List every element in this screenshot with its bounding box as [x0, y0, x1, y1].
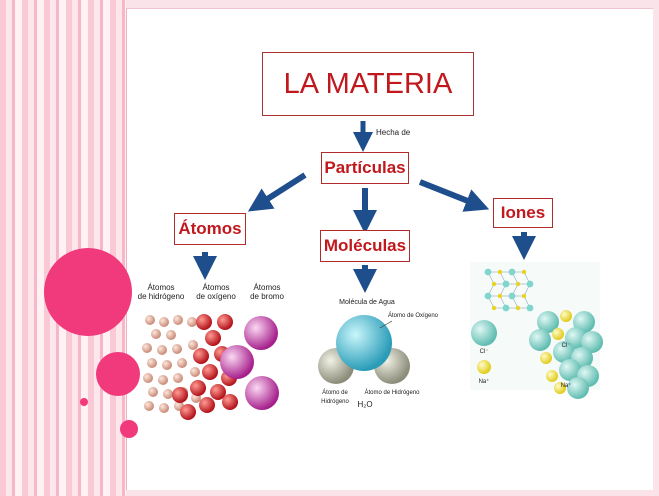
pink-circle-large	[44, 248, 132, 336]
hydrogen-atom	[142, 343, 152, 353]
lattice-ion	[497, 269, 503, 275]
crystal-ion	[567, 377, 589, 399]
lattice-ion	[508, 268, 516, 276]
crystal-ion	[560, 310, 572, 322]
lattice-ion	[491, 305, 497, 311]
oxygen-atom	[199, 397, 215, 413]
hydrogen-atom	[173, 315, 183, 325]
oxygen-atom	[217, 314, 233, 330]
crystal-ion	[537, 311, 559, 333]
hydrogen-atom	[188, 340, 198, 350]
crystal-ion	[581, 331, 603, 353]
nacl-lattice-diagram	[484, 268, 534, 312]
lattice-ion	[508, 292, 516, 300]
lattice-ion	[515, 305, 521, 311]
crystal-ion	[553, 341, 575, 363]
label-lattice-chloride: Cl⁻	[561, 343, 571, 349]
hydrogen-atom	[190, 367, 200, 377]
hydrogen-atom	[158, 375, 168, 385]
lattice-ion	[526, 280, 534, 288]
lattice-ion	[502, 304, 510, 312]
bromine-atom	[220, 345, 254, 379]
label-atomo-hidrogeno-right: Átomo de Hidrógeno	[364, 390, 420, 396]
crystal-ion	[559, 359, 581, 381]
decorative-stripes	[0, 0, 127, 496]
lattice-ion	[521, 269, 527, 275]
title-box: LA MATERIA	[262, 52, 474, 116]
hydrogen-atom	[145, 315, 155, 325]
right-border	[653, 0, 659, 496]
lattice-ion	[526, 304, 534, 312]
label-molecula-agua: Molécula de Agua	[339, 299, 395, 306]
hydrogen-atom	[143, 373, 153, 383]
hydrogen-atom	[173, 373, 183, 383]
arrow-to-iones	[418, 179, 490, 212]
hydrogen-atom	[151, 329, 161, 339]
hydrogen-atom	[163, 389, 173, 399]
oxygen-atom	[336, 315, 392, 371]
oxygen-atom	[180, 404, 196, 420]
oxygen-atom	[190, 380, 206, 396]
lattice-ion	[491, 281, 497, 287]
crystal-ion	[554, 382, 566, 394]
pink-circle-medium	[96, 352, 140, 396]
arrow-to-atomos	[247, 172, 307, 212]
sodium-ion-small	[477, 360, 491, 374]
lattice-ion	[502, 280, 510, 288]
lattice-ion	[515, 281, 521, 287]
node-atomos: Átomos	[174, 213, 246, 245]
label-ion-chloride: Cl⁻	[479, 349, 489, 355]
crystal-ion	[546, 370, 558, 382]
hydrogen-atom	[148, 387, 158, 397]
lattice-ion	[521, 293, 527, 299]
hydrogen-atom	[187, 317, 197, 327]
pink-circle-small	[120, 420, 138, 438]
oxygen-atom	[172, 387, 188, 403]
oxygen-atom	[193, 348, 209, 364]
node-moleculas: Moléculas	[320, 230, 410, 262]
label-atomo-hidrogeno-left: Átomo de Hidrógeno	[321, 390, 349, 405]
nacl-crystal-packing	[529, 310, 603, 399]
label-atomo-oxigeno: Átomo de Oxígeno	[387, 313, 439, 319]
oxygen-atom	[205, 330, 221, 346]
bottom-border	[126, 490, 659, 496]
lattice-ion	[484, 292, 492, 300]
hydrogen-atom	[162, 360, 172, 370]
hydrogen-atom	[159, 403, 169, 413]
oxygen-atom	[196, 314, 212, 330]
hydrogen-atom	[157, 345, 167, 355]
connector-label: Hecha de	[376, 128, 411, 137]
top-border	[126, 0, 659, 9]
oxygen-atom	[202, 364, 218, 380]
crystal-ion	[529, 329, 551, 351]
hydrogen-atom	[147, 358, 157, 368]
label-formula: H₂O	[357, 400, 373, 409]
label-lattice-sodium: Na⁺	[560, 383, 572, 389]
hydrogen-atom	[177, 358, 187, 368]
hydrogen-atom	[144, 401, 154, 411]
bromine-atom	[244, 316, 278, 350]
lattice-ion	[484, 268, 492, 276]
lattice-ion	[497, 293, 503, 299]
hydrogen-atom	[159, 317, 169, 327]
crystal-ion	[540, 352, 552, 364]
oxygen-atom	[210, 384, 226, 400]
bromine-atom	[245, 376, 279, 410]
oxygen-atom	[222, 394, 238, 410]
label-ion-sodium: Na⁺	[478, 379, 490, 385]
hydrogen-atom	[166, 330, 176, 340]
hydrogen-atom	[172, 344, 182, 354]
node-iones: Iones	[493, 198, 553, 228]
crystal-ion	[552, 328, 564, 340]
chloride-ion-large	[471, 320, 497, 346]
pink-circle-tiny	[80, 398, 88, 406]
node-particulas: Partículas	[321, 152, 409, 184]
